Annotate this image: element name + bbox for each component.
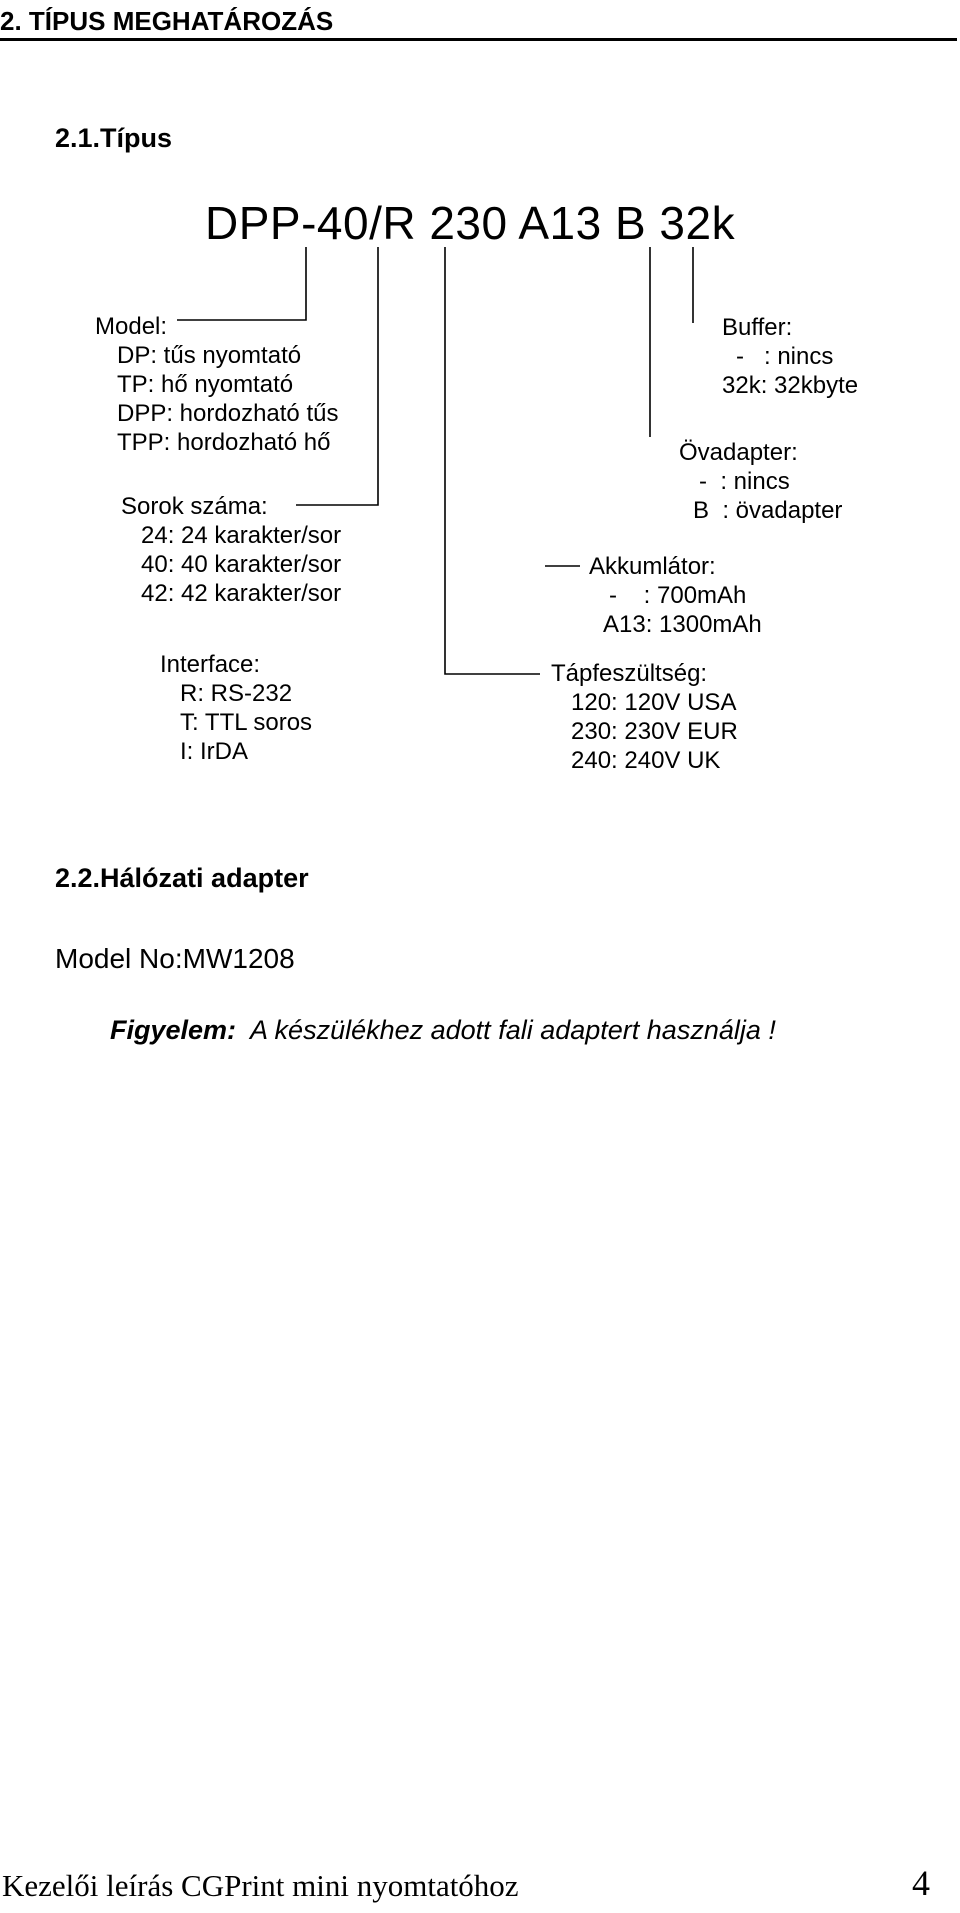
model-block: Model: DP: tűs nyomtató TP: hő nyomtató … xyxy=(95,312,338,457)
rows-leader-line xyxy=(296,247,379,506)
warning-label: Figyelem: xyxy=(110,1015,237,1045)
section-title: 2. TÍPUS MEGHATÁROZÁS xyxy=(0,6,334,36)
subsection-type-title: 2.1.Típus xyxy=(55,123,173,153)
section-rule xyxy=(0,38,957,41)
belt-line: B : övadapter xyxy=(693,497,843,524)
power-block: Tápfeszültség: 120: 120V USA 230: 230V E… xyxy=(551,659,738,775)
subsection-adapter-title: 2.2.Hálózati adapter xyxy=(55,863,309,893)
battery-block: Akkumlátor: - : 700mAh A13: 1300mAh xyxy=(589,552,762,639)
rows-heading: Sorok száma: xyxy=(121,493,268,520)
warning-note: Figyelem: A készülékhez adott fali adapte… xyxy=(110,1015,776,1046)
interface-line: R: RS-232 xyxy=(180,680,293,707)
model-leader-line xyxy=(177,247,307,321)
power-line: 240: 240V UK xyxy=(571,747,721,774)
battery-heading: Akkumlátor: xyxy=(589,553,716,580)
buffer-line: 32k: 32kbyte xyxy=(722,372,859,399)
model-number: Model No:MW1208 xyxy=(55,943,295,974)
type-code: DPP-40/R 230 A13 B 32k xyxy=(205,197,736,249)
interface-heading: Interface: xyxy=(160,651,261,678)
power-heading: Tápfeszültség: xyxy=(551,660,708,687)
belt-block: Övadapter: - : nincs B : övadapter xyxy=(679,438,842,525)
model-heading: Model: xyxy=(95,313,168,340)
buffer-heading: Buffer: xyxy=(722,314,793,341)
power-line: 120: 120V USA xyxy=(571,689,737,716)
belt-heading: Övadapter: xyxy=(679,439,798,466)
rows-line: 40: 40 karakter/sor xyxy=(141,551,342,578)
battery-line: - : 700mAh xyxy=(609,582,747,609)
model-line: DP: tűs nyomtató xyxy=(117,342,302,369)
model-line: TPP: hordozható hő xyxy=(117,429,331,456)
power-line: 230: 230V EUR xyxy=(571,718,738,745)
buffer-line: - : nincs xyxy=(736,343,834,370)
interface-block: Interface: R: RS-232 T: TTL soros I: IrD… xyxy=(160,650,312,766)
model-line: DPP: hordozható tűs xyxy=(117,400,339,427)
model-line: TP: hő nyomtató xyxy=(117,371,294,398)
rows-line: 24: 24 karakter/sor xyxy=(141,522,342,549)
page-number: 4 xyxy=(912,1863,930,1903)
rows-block: Sorok száma: 24: 24 karakter/sor 40: 40 … xyxy=(121,492,341,608)
buffer-block: Buffer: - : nincs 32k: 32kbyte xyxy=(722,313,858,400)
warning-text: A készülékhez adott fali adaptert haszná… xyxy=(250,1015,776,1045)
power-leader-line xyxy=(444,247,540,675)
diagram-leader-lines xyxy=(177,247,694,675)
battery-line: A13: 1300mAh xyxy=(603,611,762,638)
footer-text: Kezelői leírás CGPrint mini nyomtatóhoz xyxy=(2,1868,519,1903)
interface-line: I: IrDA xyxy=(180,738,249,765)
belt-line: - : nincs xyxy=(699,468,790,495)
interface-line: T: TTL soros xyxy=(180,709,313,736)
rows-line: 42: 42 karakter/sor xyxy=(141,580,342,607)
